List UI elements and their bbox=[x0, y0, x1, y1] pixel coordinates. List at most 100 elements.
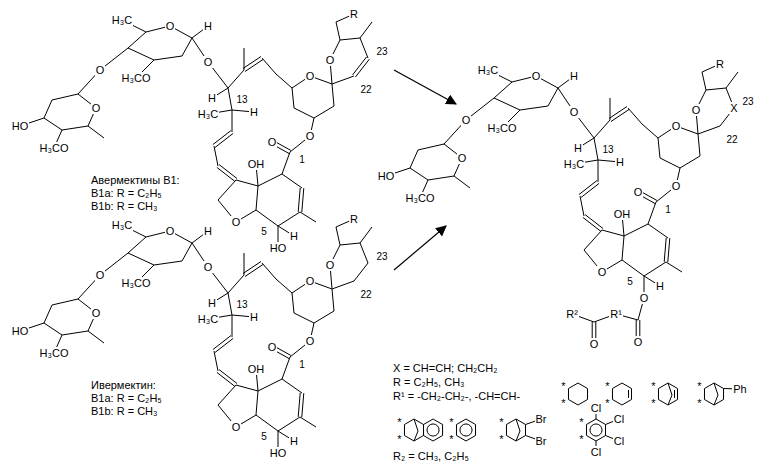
bond-line bbox=[256, 415, 278, 431]
avermectin-structure bbox=[20, 14, 372, 248]
aromatic-circle bbox=[427, 424, 439, 436]
bond-line bbox=[584, 230, 602, 250]
atom-label: O bbox=[633, 336, 644, 348]
atom-label: O bbox=[325, 259, 336, 271]
bond-line bbox=[128, 32, 146, 48]
atom-label: H bbox=[249, 311, 259, 323]
bond-line bbox=[278, 417, 300, 431]
compound-caption: Ивермектин: bbox=[90, 379, 157, 391]
atom-label: HO bbox=[11, 120, 30, 132]
atom-label: O bbox=[633, 186, 644, 198]
ring-line bbox=[586, 419, 605, 441]
atom-label: O bbox=[231, 216, 242, 228]
locant-number: 13 bbox=[601, 144, 614, 156]
locant-number: 22 bbox=[359, 84, 372, 96]
bond-line bbox=[494, 82, 512, 98]
attachment-star: * bbox=[560, 380, 566, 392]
bond-line bbox=[244, 253, 245, 275]
atom-label: R² bbox=[565, 308, 579, 320]
bond-line bbox=[276, 279, 292, 293]
bond-line bbox=[332, 84, 334, 106]
atom-label: O bbox=[671, 120, 682, 132]
ring-line bbox=[424, 419, 443, 441]
locant-number: 22 bbox=[725, 134, 738, 146]
bond-line bbox=[294, 108, 314, 118]
atom-label: H₃CO bbox=[121, 277, 152, 289]
bond-line bbox=[262, 263, 276, 279]
bond-line bbox=[298, 188, 300, 212]
bond-line bbox=[154, 261, 182, 265]
reaction-arrows bbox=[394, 70, 456, 270]
compound-caption: Авермектины B1: bbox=[90, 174, 181, 186]
atom-label: H bbox=[655, 280, 665, 292]
bond-line bbox=[418, 144, 444, 150]
atom-label: O bbox=[461, 114, 472, 126]
atom-label: OH bbox=[613, 208, 632, 220]
reaction-arrow bbox=[394, 226, 446, 270]
bond-line bbox=[214, 351, 218, 371]
atom-label: OH bbox=[247, 158, 266, 170]
bond-line bbox=[292, 88, 294, 108]
bond-line bbox=[278, 212, 300, 226]
attachment-star: * bbox=[498, 416, 504, 428]
ring-line bbox=[456, 419, 475, 441]
aromatic-circle bbox=[590, 424, 602, 436]
atom-label: O bbox=[95, 269, 106, 281]
bond-line bbox=[648, 224, 668, 238]
ring-line bbox=[658, 383, 677, 405]
atom-label: HO bbox=[11, 325, 30, 337]
bond-line bbox=[494, 98, 520, 110]
atom-label: H bbox=[249, 106, 259, 118]
bond-line bbox=[214, 146, 218, 166]
atom-label: O bbox=[165, 225, 176, 237]
locant-number: 23 bbox=[741, 96, 754, 108]
attachment-star: * bbox=[448, 416, 454, 428]
atom-label: O bbox=[691, 104, 702, 116]
bond-line bbox=[332, 289, 334, 311]
bond-line bbox=[594, 138, 598, 160]
atom-label: H₃C bbox=[111, 219, 133, 231]
bond-line bbox=[340, 243, 360, 245]
ring-line bbox=[668, 383, 672, 405]
attachment-star: * bbox=[650, 380, 656, 392]
bond-line bbox=[292, 293, 294, 313]
bond-line bbox=[44, 305, 52, 323]
locant-number: 1 bbox=[298, 359, 306, 371]
substituent-label: Cl bbox=[590, 402, 602, 414]
compound-caption: B1a: R = C₂H₅ bbox=[90, 392, 163, 404]
bond-line bbox=[300, 212, 316, 222]
substituent-label: Ph bbox=[732, 383, 747, 395]
bond-line bbox=[218, 385, 236, 405]
bond-line bbox=[642, 124, 658, 138]
bond-line bbox=[332, 281, 354, 289]
bond-line bbox=[609, 107, 627, 119]
atom-label: OH bbox=[247, 363, 266, 375]
bond-line bbox=[660, 158, 680, 168]
atom-label: O bbox=[203, 56, 214, 68]
bond-line bbox=[258, 379, 282, 391]
attachment-star: * bbox=[578, 433, 584, 445]
attachment-star: * bbox=[396, 433, 402, 445]
substituent-definition: R₂ = CH₃, C₂H₅ bbox=[392, 450, 470, 462]
bond-line bbox=[336, 22, 340, 40]
bond-line bbox=[314, 106, 334, 118]
atom-label: H bbox=[203, 225, 213, 237]
bond-line bbox=[52, 299, 78, 305]
locant-number: 5 bbox=[626, 276, 634, 288]
locant-number: 22 bbox=[359, 289, 372, 301]
substituent-label: Cl bbox=[613, 413, 625, 425]
bond-line bbox=[44, 118, 62, 130]
bond-line bbox=[340, 38, 360, 40]
bond-line bbox=[302, 188, 304, 212]
atom-label: O bbox=[589, 338, 600, 350]
bond-line bbox=[702, 72, 706, 90]
compound-caption: B1b: R = CH₃ bbox=[90, 200, 159, 212]
bond-line bbox=[282, 379, 302, 393]
bond-line bbox=[258, 174, 282, 186]
atom-label: X bbox=[729, 102, 738, 114]
atom-label: O bbox=[91, 102, 102, 114]
bond-line bbox=[706, 88, 726, 90]
attachment-star: * bbox=[498, 433, 504, 445]
bond-line bbox=[658, 138, 660, 158]
ring-line bbox=[516, 419, 520, 441]
